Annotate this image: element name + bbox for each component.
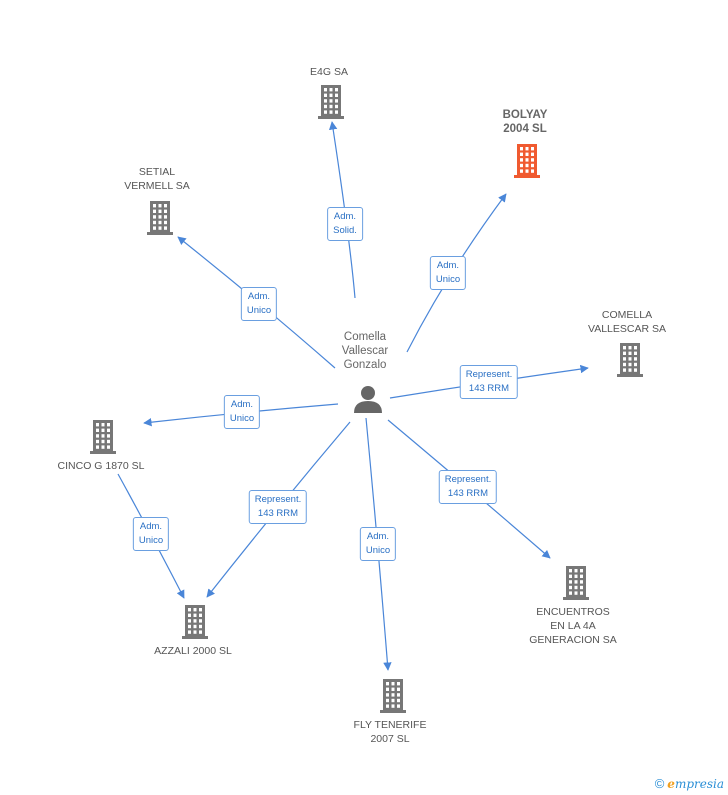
building-icon-comella[interactable] bbox=[617, 343, 643, 377]
building-icon-e4g[interactable] bbox=[318, 85, 344, 119]
copyright-icon: © bbox=[654, 776, 665, 791]
company-label-cinco[interactable]: CINCO G 1870 SL bbox=[57, 460, 145, 472]
building-icon-bolyay[interactable] bbox=[514, 144, 540, 178]
edge-label-person-azzali[interactable]: Represent. 143 RRM bbox=[248, 490, 308, 524]
edge-label-cinco-azzali[interactable]: Adm. Unico bbox=[132, 517, 170, 551]
person-icon[interactable] bbox=[354, 386, 382, 413]
footer-brand[interactable]: © empresia bbox=[655, 776, 724, 791]
building-icon-setial[interactable] bbox=[147, 201, 173, 235]
edge-label-person-comella[interactable]: Represent. 143 RRM bbox=[459, 365, 519, 399]
building-icon-azzali[interactable] bbox=[182, 605, 208, 639]
edge-label-person-bolyay[interactable]: Adm. Unico bbox=[429, 256, 467, 290]
company-label-fly[interactable]: FLY TENERIFE 2007 SL bbox=[353, 719, 427, 745]
edge-label-person-fly[interactable]: Adm. Unico bbox=[359, 527, 397, 561]
person-label[interactable]: Comella Vallescar Gonzalo bbox=[341, 331, 389, 371]
edge-label-person-encuentros[interactable]: Represent. 143 RRM bbox=[438, 470, 498, 504]
company-label-azzali[interactable]: AZZALI 2000 SL bbox=[154, 645, 232, 657]
company-label-setial[interactable]: SETIAL VERMELL SA bbox=[124, 166, 190, 192]
brand-logo: empresia bbox=[667, 776, 724, 791]
building-icon-cinco[interactable] bbox=[90, 420, 116, 454]
edge-label-person-e4g[interactable]: Adm. Solid. bbox=[327, 207, 363, 241]
company-label-e4g[interactable]: E4G SA bbox=[310, 66, 348, 78]
nodes-layer bbox=[90, 85, 643, 713]
company-label-encuentros[interactable]: ENCUENTROS EN LA 4A GENERACION SA bbox=[529, 606, 617, 646]
building-icon-encuentros[interactable] bbox=[563, 566, 589, 600]
edge-label-person-cinco[interactable]: Adm. Unico bbox=[223, 395, 261, 429]
company-label-comella[interactable]: COMELLA VALLESCAR SA bbox=[587, 309, 667, 335]
company-label-bolyay[interactable]: BOLYAY 2004 SL bbox=[502, 109, 548, 135]
building-icon-fly[interactable] bbox=[380, 679, 406, 713]
edge-label-person-setial[interactable]: Adm. Unico bbox=[240, 287, 278, 321]
